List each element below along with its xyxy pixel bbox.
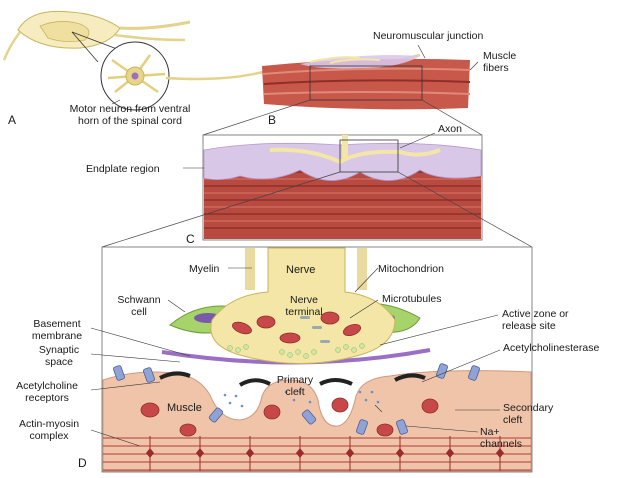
label-endplate-region: Endplate region [86, 163, 160, 175]
label-actin-myosin: Actin-myosin complex [18, 418, 80, 442]
actin-myosin-bands [103, 436, 531, 471]
label-axon: Axon [438, 123, 462, 135]
muscle-mitochondria [140, 397, 439, 437]
label-basement-membrane: Basement membrane [31, 318, 83, 342]
leader-lines [90, 267, 501, 447]
label-neuromuscular-junction: Neuromuscular junction [373, 30, 484, 42]
label-active-zone: Active zone or release site [502, 308, 569, 332]
zoom-box-c [339, 139, 399, 173]
acetylcholine-molecules [223, 390, 380, 408]
label-acetylcholinesterase: Acetylcholinesterase [503, 342, 600, 354]
panel-letter-a: A [8, 113, 17, 127]
label-primary-cleft: Primary cleft [276, 374, 314, 398]
label-schwann-cell: Schwann cell [117, 294, 161, 318]
label-myelin: Myelin [189, 263, 220, 275]
panel-letter-d: D [78, 456, 87, 470]
panel-letter-c: C [186, 232, 195, 246]
label-secondary-cleft: Secondary cleft [503, 402, 554, 426]
label-nerve: Nerve [286, 264, 316, 276]
label-synaptic-space: Synaptic space [38, 344, 80, 368]
motor-neuron-cell [100, 41, 170, 111]
panel-letter-b: B [268, 113, 277, 127]
microtubule-icons [300, 316, 330, 343]
label-na-channels: Na+ channels [480, 426, 523, 450]
label-acetylcholine-receptors: Acetylcholine receptors [16, 380, 78, 404]
label-mitochondrion: Mitochondrion [378, 263, 444, 275]
terminal-mitochondria [232, 311, 362, 344]
acetylcholine-receptor-icons [113, 363, 480, 435]
muscle-fiber-bundle [261, 55, 471, 110]
panel-c-frame [202, 134, 483, 241]
label-nerve-terminal: Nerve terminal [285, 294, 323, 318]
label-microtubules: Microtubules [382, 293, 442, 305]
label-motor-neuron: Motor neuron from ventral horn of the sp… [69, 103, 191, 127]
panel-d-frame [90, 246, 533, 473]
label-muscle-fibers: Muscle fibers [483, 50, 517, 74]
synaptic-vesicles [227, 343, 365, 359]
spinal-cord-section [2, 10, 191, 61]
label-muscle: Muscle [167, 402, 202, 414]
zoom-box-b [309, 65, 423, 101]
